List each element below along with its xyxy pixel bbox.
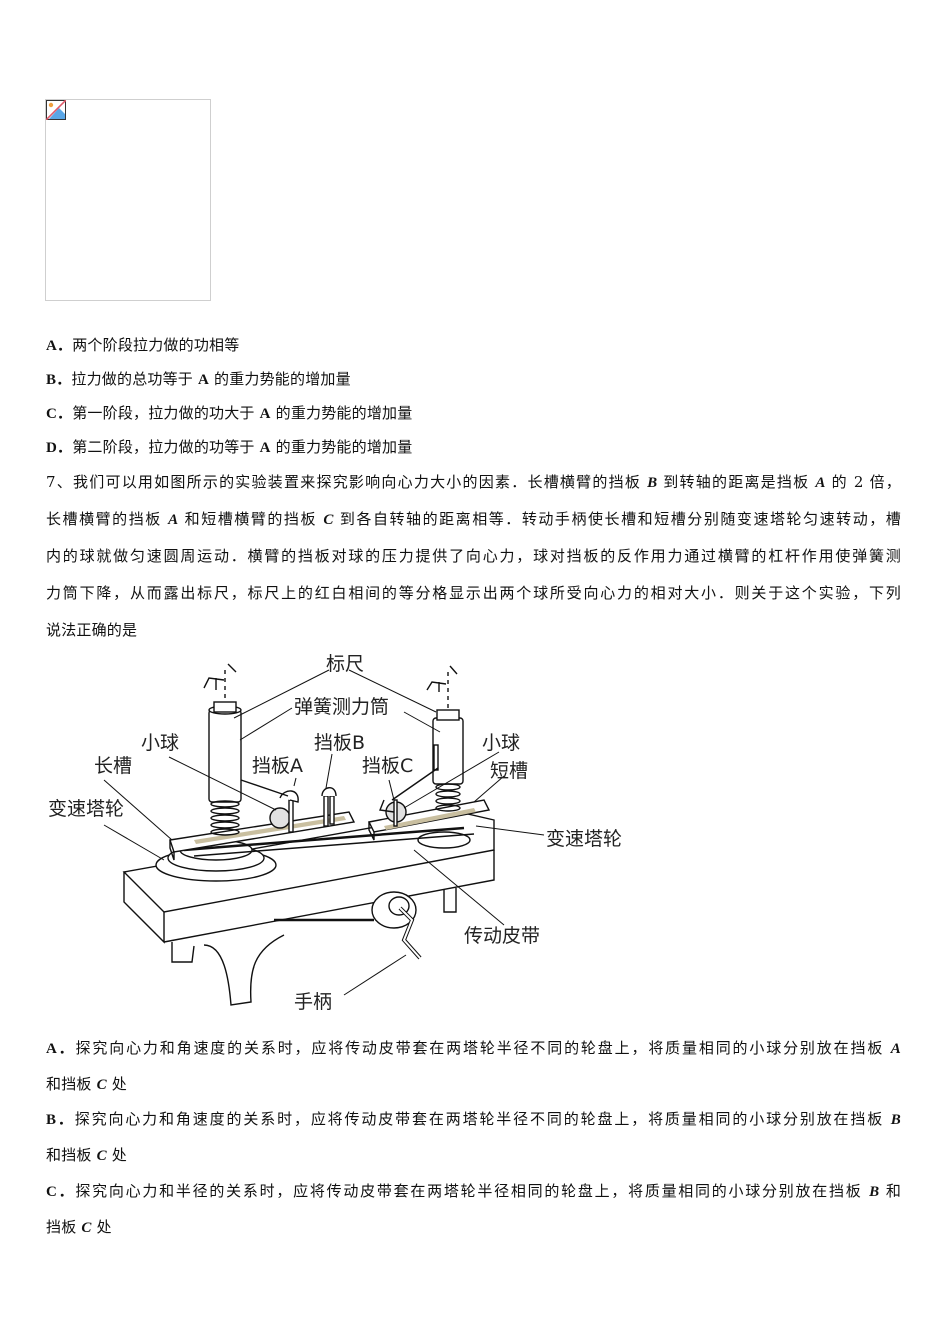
q7-option-b-line-1: B．探究向心力和角速度的关系时，应将传动皮带套在两塔轮半径不同的轮盘上，将质量相… xyxy=(46,1110,901,1128)
label-short-slot: 短槽 xyxy=(490,760,528,782)
label-long-slot: 长槽 xyxy=(94,755,132,777)
broken-image-icon xyxy=(46,100,66,120)
label-spring-tube: 弹簧测力筒 xyxy=(294,696,389,718)
prev-option-a: A．两个阶段拉力做的功相等 xyxy=(46,336,240,354)
q7-stem-line-2: 长槽横臂的挡板 A 和短槽横臂的挡板 C 到各自转轴的距离相等．转动手柄使长槽和… xyxy=(46,510,901,528)
q7-stem-line-1: 7、我们可以用如图所示的实验装置来探究影响向心力大小的因素．长槽横臂的挡板 B … xyxy=(46,473,901,491)
label-pulley-left: 变速塔轮 xyxy=(48,798,124,820)
q7-option-b-line-2: 和挡板 C 处 xyxy=(46,1146,127,1164)
label-ball-left: 小球 xyxy=(141,732,179,754)
q7-option-a-line-2: 和挡板 C 处 xyxy=(46,1075,127,1093)
label-baffle-b: 挡板B xyxy=(314,732,365,754)
label-scale: 标尺 xyxy=(326,653,364,675)
prev-option-c: C．第一阶段，拉力做的功大于 A 的重力势能的增加量 xyxy=(46,404,413,422)
label-baffle-c: 挡板C xyxy=(362,755,413,777)
q7-option-c-line-1: C．探究向心力和半径的关系时，应将传动皮带套在两塔轮半径相同的轮盘上，将质量相同… xyxy=(46,1182,902,1200)
label-belt: 传动皮带 xyxy=(464,925,540,947)
q7-stem-line-5: 说法正确的是 xyxy=(46,621,138,639)
centripetal-force-apparatus-diagram: 标尺 弹簧测力筒 小球 小球 挡板B 挡板A 挡板C 长槽 短槽 变速塔轮 变速… xyxy=(48,653,622,1013)
label-pulley-right: 变速塔轮 xyxy=(546,828,622,850)
label-baffle-a: 挡板A xyxy=(252,755,303,777)
broken-image-placeholder xyxy=(45,99,211,301)
prev-option-d: D．第二阶段，拉力做的功等于 A 的重力势能的增加量 xyxy=(46,438,413,456)
label-ball-right: 小球 xyxy=(482,732,520,754)
q7-stem-line-3: 内的球就做匀速圆周运动．横臂的挡板对球的压力提供了向心力，球对挡板的反作用力通过… xyxy=(46,547,901,565)
q7-option-a-line-1: A．探究向心力和角速度的关系时，应将传动皮带套在两塔轮半径不同的轮盘上，将质量相… xyxy=(46,1039,901,1057)
label-handle: 手柄 xyxy=(294,991,332,1013)
q7-stem-line-4: 力筒下降，从而露出标尺，标尺上的红白相间的等分格显示出两个球所受向心力的相对大小… xyxy=(46,584,901,602)
q7-option-c-line-2: 挡板 C 处 xyxy=(46,1218,112,1236)
prev-option-b: B．拉力做的总功等于 A 的重力势能的增加量 xyxy=(46,370,351,388)
